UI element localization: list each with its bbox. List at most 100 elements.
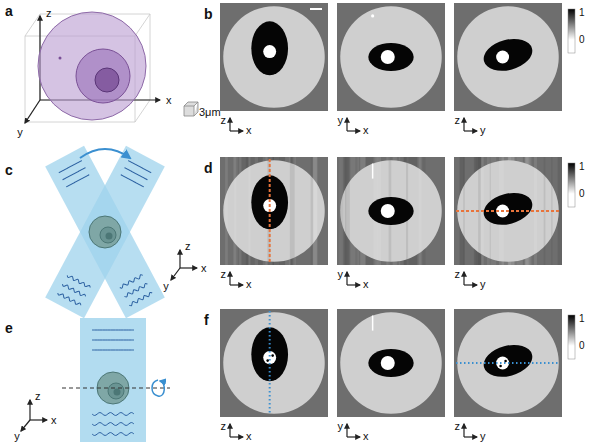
colorbar-tick: 0 (579, 341, 585, 351)
tomogram-slice (454, 309, 562, 417)
axis-arrow (230, 284, 243, 285)
axis-label: y (17, 127, 23, 138)
axis-label: y (480, 431, 486, 442)
profile-line (456, 362, 560, 364)
tomogram-slice (337, 309, 445, 417)
axis-arrow (347, 130, 360, 131)
axis-arrow (229, 424, 230, 437)
panel-letter: c (5, 163, 13, 177)
axis-arrow (464, 130, 477, 131)
colorbar-tick: 1 (579, 162, 585, 172)
axis-label: x (246, 125, 252, 136)
tomogram-slice (220, 309, 328, 417)
scattered-wave (92, 413, 134, 416)
tomogram-slice (337, 157, 445, 265)
axis-label: x (363, 279, 369, 290)
tomogram-slice (454, 157, 562, 265)
axis-label: z (46, 8, 52, 19)
axis-arrow (180, 267, 197, 268)
axis-label: z (221, 269, 227, 280)
axis-arrow (464, 284, 477, 285)
sample-sphere (89, 216, 121, 248)
tomogram-slice (220, 3, 328, 111)
rotation-axis (62, 388, 170, 389)
plane-wave (92, 330, 134, 331)
axis-label: y (338, 269, 344, 280)
axis-label: y (14, 431, 20, 442)
colorbar-tick: 0 (579, 35, 585, 45)
plane-wave (92, 350, 134, 351)
axis-arrow (464, 436, 477, 437)
plane-wave (121, 175, 144, 187)
scattered-wave (67, 274, 91, 289)
plane-wave (66, 175, 89, 187)
axis-label: z (455, 269, 461, 280)
axis-label: x (51, 415, 57, 426)
panel-letter: a (5, 4, 13, 18)
tomogram-slice (337, 3, 445, 111)
rotation-arrow (152, 380, 164, 396)
axis-label: y (163, 281, 169, 292)
axis-arrow (463, 424, 464, 437)
tomogram-slice (454, 3, 562, 111)
axis-label: x (246, 279, 252, 290)
colorbar (568, 315, 575, 359)
profile-line (456, 210, 560, 212)
axis-label: z (185, 241, 191, 252)
middle-sphere (76, 49, 130, 103)
scattered-wave (62, 283, 86, 298)
axis-label: x (201, 263, 207, 274)
profile-line (269, 159, 271, 263)
axis-arrow (171, 268, 180, 280)
scattered-wave (92, 423, 134, 426)
axis-arrow (230, 436, 243, 437)
scan-arrow (80, 149, 130, 158)
axis-arrow (346, 118, 347, 131)
axis-arrow (30, 419, 47, 420)
axis-label: x (166, 95, 172, 106)
axis-label: z (221, 115, 227, 126)
light-beam (45, 146, 165, 319)
axis-arrow (346, 424, 347, 437)
illumination-scan (45, 146, 197, 319)
inner-sphere (95, 68, 119, 92)
panel-letter: f (204, 313, 209, 327)
scattered-wave (57, 292, 81, 307)
axis-arrow (25, 100, 40, 123)
axis-arrow (29, 400, 30, 420)
axis-label: y (480, 125, 486, 136)
scattered-wave (129, 292, 153, 307)
panel-letter: d (204, 161, 213, 175)
axis-arrow (463, 272, 464, 285)
sample-rotation (21, 318, 170, 442)
axis-arrow (21, 420, 30, 431)
sphere-model (25, 12, 198, 123)
light-beam (80, 318, 146, 442)
axis-label: x (363, 125, 369, 136)
axis-label: 3μm (199, 107, 221, 118)
axis-label: y (338, 115, 344, 126)
colorbar (568, 163, 575, 207)
outer-sphere (38, 12, 146, 120)
axis-label: x (246, 431, 252, 442)
axis-arrow (229, 272, 230, 285)
axis-label: x (363, 431, 369, 442)
axis-arrow (229, 118, 230, 131)
plane-wave (92, 340, 134, 341)
colorbar-tick: 0 (579, 189, 585, 199)
axis-arrow (179, 250, 180, 268)
colorbar-tick: 1 (579, 8, 585, 18)
axis-label: z (455, 115, 461, 126)
scale-cube (184, 102, 198, 116)
axis-arrow (463, 118, 464, 131)
speck (59, 57, 62, 60)
tomogram-slice (220, 157, 328, 265)
colorbar-tick: 1 (579, 314, 585, 324)
axis-arrow (347, 284, 360, 285)
axis-label: z (455, 421, 461, 432)
light-beam (45, 146, 165, 319)
axis-label: z (221, 421, 227, 432)
axis-label: y (338, 421, 344, 432)
